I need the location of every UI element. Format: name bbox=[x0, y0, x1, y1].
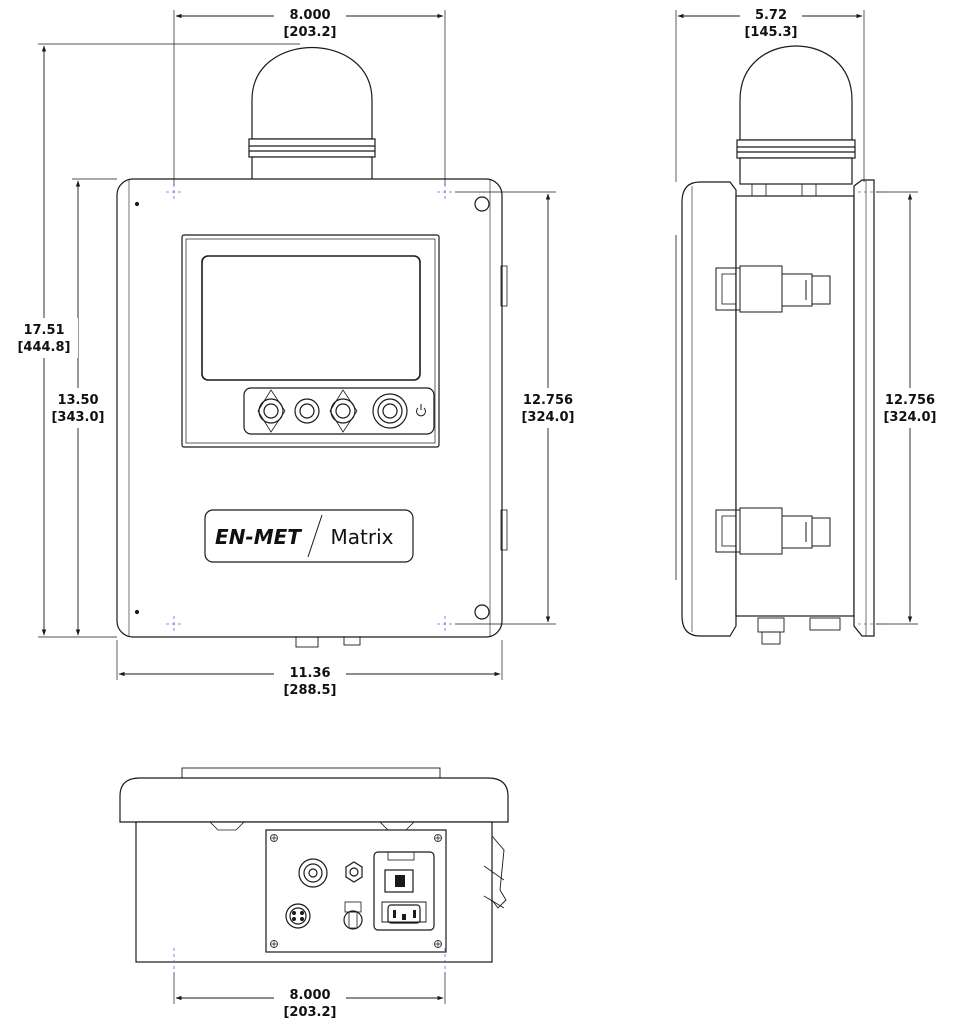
side-beacon bbox=[736, 45, 856, 197]
dim-front-mount-height-metric: [324.0] bbox=[521, 410, 574, 425]
dim-enclosure-height-metric: [343.0] bbox=[51, 410, 104, 425]
dim-bottom-mount-width: 8.000 bbox=[289, 988, 330, 1003]
side-hole-centerlines bbox=[858, 191, 884, 625]
dim-enclosure-width: 11.36 bbox=[289, 666, 330, 681]
mount-hole bbox=[474, 604, 490, 620]
product-name: Matrix bbox=[331, 525, 394, 549]
dim-front-top-width-metric: [203.2] bbox=[283, 25, 336, 40]
dim-side-depth: 5.72 bbox=[755, 8, 787, 23]
keypad bbox=[243, 387, 435, 435]
dim-side-mount-height-metric: [324.0] bbox=[883, 410, 936, 425]
side-latch bbox=[715, 507, 831, 555]
power-icon bbox=[416, 404, 426, 417]
mount-flange bbox=[853, 179, 875, 637]
front-beacon bbox=[248, 47, 376, 181]
fuse-holder bbox=[343, 910, 363, 930]
dim-overall-height: 17.51 bbox=[23, 323, 64, 338]
display-screen bbox=[201, 255, 421, 381]
dim-front-top-width: 8.000 bbox=[289, 8, 330, 23]
side-view bbox=[675, 45, 875, 645]
bottom-hole-centerlines bbox=[173, 948, 446, 972]
dim-bottom-mount-width-metric: [203.2] bbox=[283, 1005, 336, 1020]
side-latch bbox=[715, 265, 831, 313]
power-key-button bbox=[372, 393, 408, 429]
dim-side-depth-metric: [145.3] bbox=[744, 25, 797, 40]
display-frame bbox=[181, 234, 440, 448]
power-switch bbox=[384, 869, 414, 893]
dim-enclosure-height: 13.50 bbox=[57, 393, 98, 408]
side-body bbox=[735, 195, 855, 617]
bottom-view bbox=[119, 767, 509, 963]
key-button bbox=[258, 398, 284, 424]
key-button bbox=[294, 398, 320, 424]
dim-front-mount-height: 12.756 bbox=[523, 393, 573, 408]
brand-logo: EN-MET bbox=[215, 525, 302, 549]
mount-hole bbox=[474, 196, 490, 212]
label-plate bbox=[204, 509, 414, 563]
hole-centerlines bbox=[166, 184, 453, 632]
round-connector bbox=[285, 903, 311, 929]
dim-side-mount-height: 12.756 bbox=[885, 393, 935, 408]
bottom-cover bbox=[119, 777, 509, 823]
front-view bbox=[116, 47, 508, 648]
connector-plate bbox=[265, 829, 447, 953]
cable-gland bbox=[298, 858, 328, 888]
dim-enclosure-width-metric: [288.5] bbox=[283, 683, 336, 698]
dim-overall-height-metric: [444.8] bbox=[17, 340, 70, 355]
key-button bbox=[330, 398, 356, 424]
side-cover bbox=[681, 181, 737, 637]
